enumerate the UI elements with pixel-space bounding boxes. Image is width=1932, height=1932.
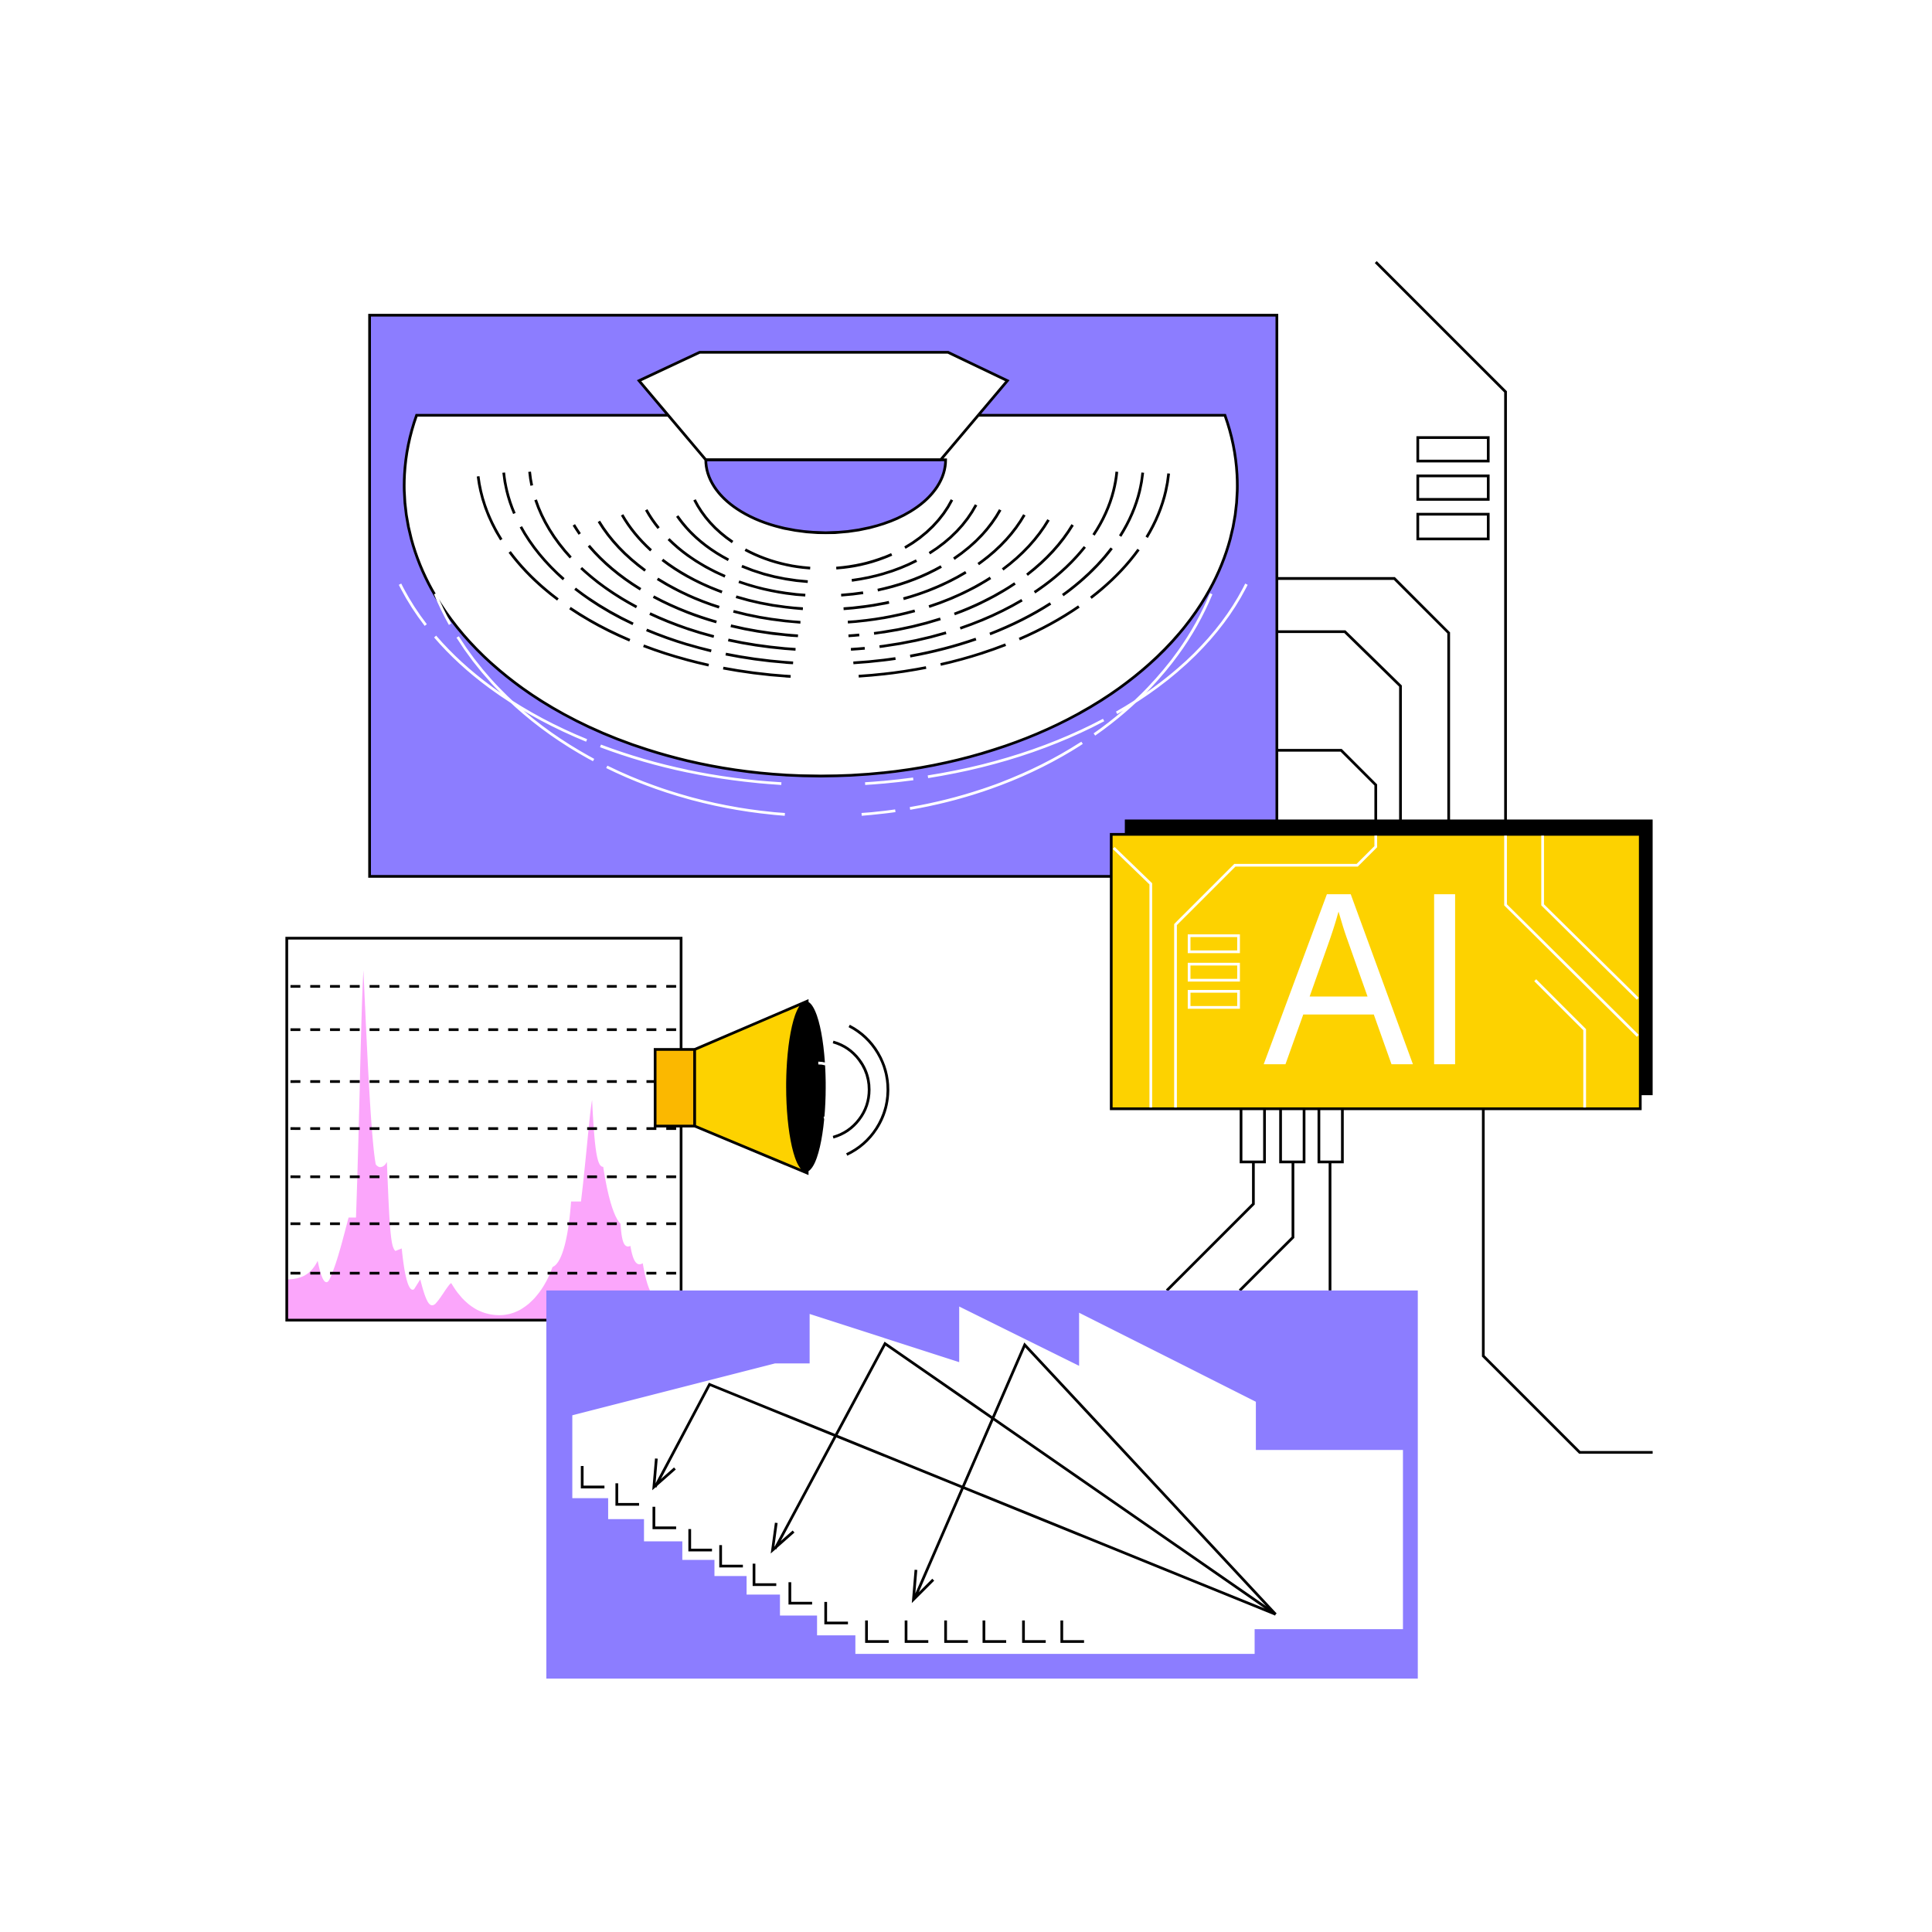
seat-row <box>853 472 1145 665</box>
seat-row <box>668 504 808 583</box>
seat-marker <box>688 1529 713 1552</box>
reflection-arc <box>865 583 1248 785</box>
seat-marker <box>652 1506 676 1529</box>
frequency-spectrum-chart <box>285 937 683 1322</box>
ai-label: AI <box>1264 840 1476 1117</box>
reflection-arc <box>434 593 785 816</box>
seat-marker <box>615 1483 639 1506</box>
seat-marker <box>824 1601 849 1624</box>
seat-marker <box>752 1563 777 1587</box>
seat-row <box>850 471 1118 651</box>
seat-row <box>838 504 978 583</box>
circuit-traces <box>1277 260 1653 1454</box>
sound-reflection-panel <box>546 1290 1418 1679</box>
seat-marker <box>982 1620 1006 1643</box>
seat-row <box>502 472 794 665</box>
seat-marker <box>580 1465 605 1488</box>
reflection-arc <box>861 593 1213 816</box>
seat-row <box>841 509 1002 597</box>
seat-row <box>845 519 1050 624</box>
sound-reflection-arcs <box>399 583 1248 816</box>
seat-marker <box>944 1620 968 1643</box>
seat-marker <box>719 1545 743 1568</box>
stage-shape <box>637 351 1010 461</box>
seat-row <box>621 514 804 611</box>
seat-row <box>693 499 811 570</box>
seat-row <box>597 519 801 624</box>
seat-markers <box>580 1465 1084 1643</box>
seat-marker <box>788 1582 812 1605</box>
reflection-arc <box>399 583 782 785</box>
seat-row <box>645 509 806 597</box>
seat-marker <box>865 1620 889 1643</box>
seat-row <box>476 473 791 679</box>
seat-marker <box>1060 1620 1084 1643</box>
seat-row <box>843 514 1026 611</box>
auditorium-panel <box>368 314 1279 878</box>
seat-row <box>528 471 796 651</box>
seat-row <box>848 524 1074 638</box>
ai-chip: AI <box>1110 819 1653 1292</box>
speaker-icon <box>653 998 889 1175</box>
seat-row <box>855 473 1170 679</box>
seat-marker <box>1022 1620 1046 1643</box>
seat-row <box>573 524 798 638</box>
seat-row <box>835 499 954 570</box>
seat-marker <box>904 1620 929 1643</box>
seat-rows <box>476 471 1170 679</box>
